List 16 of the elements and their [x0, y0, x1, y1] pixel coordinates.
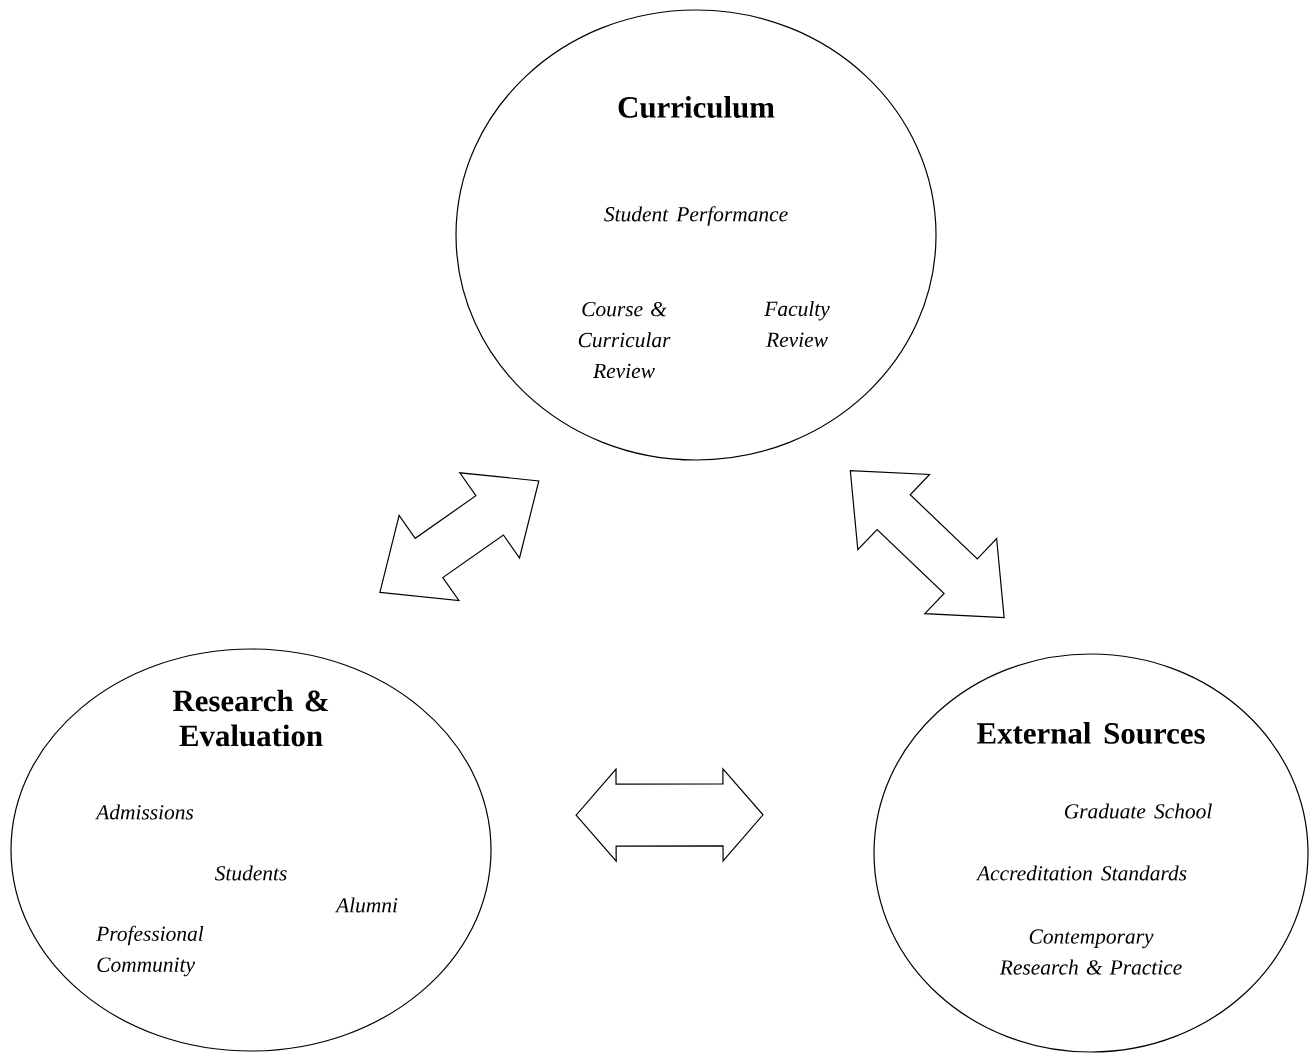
item-text: Student Performance	[604, 206, 788, 226]
item-text: Contemporary Research & Practice	[999, 929, 1182, 975]
heading: External Sources	[977, 722, 1205, 744]
double-arrow	[379, 472, 540, 602]
heading: Research & Evaluation	[172, 689, 329, 747]
item-text: Faculty Review	[764, 301, 830, 347]
heading: Curriculum	[618, 96, 775, 118]
item-text: Alumni	[334, 897, 398, 913]
item-text: Course & Curricular Review	[578, 301, 671, 379]
item-text: Admissions	[95, 804, 194, 820]
item-text: Graduate School	[1064, 803, 1212, 819]
double-arrow	[575, 767, 764, 863]
item-text: Students	[214, 865, 287, 881]
item-text: Accreditation Standards	[975, 865, 1187, 881]
item-text: Professional Community	[96, 925, 204, 977]
double-arrow	[849, 470, 1005, 619]
